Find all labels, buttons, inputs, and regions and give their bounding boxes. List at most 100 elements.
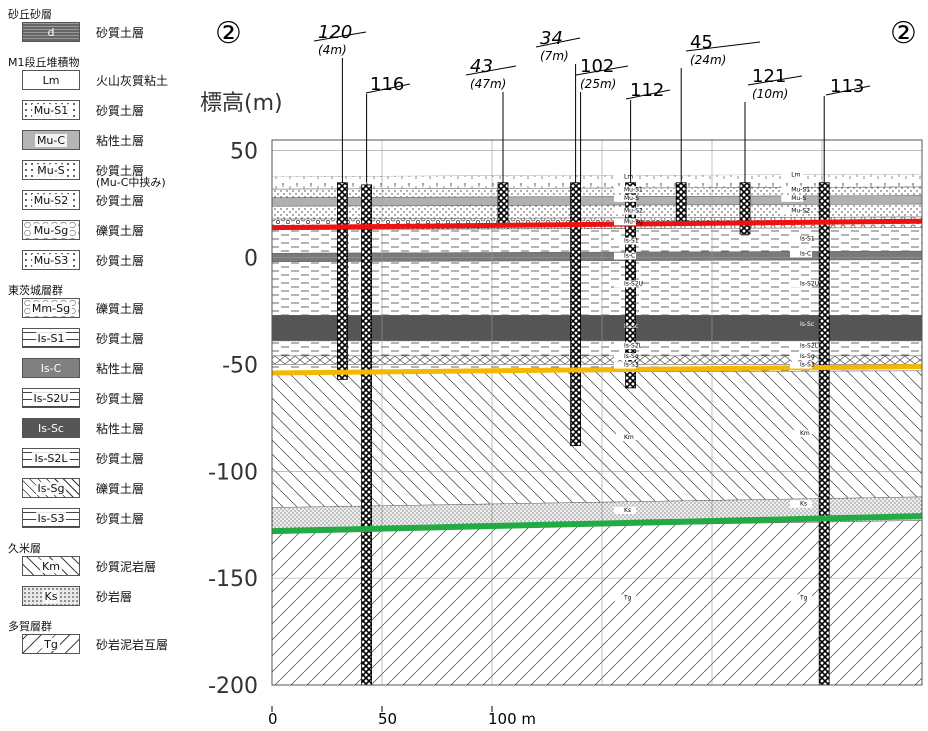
legend-swatch: Is-Sc (22, 418, 80, 438)
borehole-label-underline (825, 85, 871, 96)
legend-group-title: 多賀層群 (8, 620, 52, 633)
borehole-column (361, 184, 373, 686)
section-frame (271, 139, 923, 686)
layer-label-bg (781, 171, 804, 179)
legend-item: d 砂質土層 (0, 22, 210, 44)
legend-description-note: (Mu-C中挟み) (96, 176, 166, 189)
borehole-id: 34 (540, 28, 563, 49)
legend-description: 砂質土層 (96, 332, 145, 346)
legend-code: Ks (42, 590, 60, 603)
legend-swatch: Lm (22, 70, 80, 90)
layer-label-bg (790, 235, 812, 243)
boundary-lines (271, 218, 923, 535)
layer-label-bg (614, 186, 636, 194)
legend-code: Lm (40, 74, 62, 87)
borehole-label-underline (313, 31, 367, 42)
layer-label: Lm (791, 171, 800, 178)
legend-code: Km (40, 560, 62, 573)
borehole-distance: (10m) (752, 87, 788, 101)
legend-swatch: d (22, 22, 80, 42)
layer-label-bg (790, 342, 812, 350)
x-tick-label: 50 (378, 710, 397, 728)
borehole-label-underline (365, 83, 411, 94)
legend-swatch: Mu-Sg (22, 220, 80, 240)
boundary-red (271, 218, 923, 231)
legend-item: Is-C 粘性土層 (0, 358, 210, 380)
layer-label: Is-Sg (624, 353, 639, 360)
layer-label: Tg (623, 595, 632, 602)
y-tick-label: -100 (208, 460, 258, 485)
layer-label: Is-S2L (800, 342, 819, 349)
legend-description: 砂質土層 (96, 26, 145, 40)
borehole-column (739, 182, 751, 235)
borehole-id: 43 (470, 56, 493, 77)
legend-description: 砂岩層 (96, 590, 133, 604)
borehole-label-underline (465, 65, 517, 76)
legend-swatch: Km (22, 556, 80, 576)
legend-code: Mu-S (35, 164, 67, 177)
borehole-distance: (4m) (318, 43, 347, 57)
layer-label: Km (624, 434, 634, 441)
borehole-id: 120 (318, 22, 352, 43)
layer-label-bg (781, 186, 804, 194)
legend-description: 砂質土層 (96, 392, 145, 406)
layer-label: Is-S1 (800, 235, 815, 242)
legend-code: d (47, 26, 55, 39)
legend-group-title: 久米層 (8, 542, 41, 555)
borehole-labels: 120(4m)11643(47m)34(7m)102(25m)11245(24m… (313, 22, 871, 183)
borehole-distance: (7m) (540, 49, 569, 63)
borehole-column (675, 182, 687, 226)
legend-description: 砂質土層 (96, 254, 145, 268)
layer-label: Is-S2U (800, 280, 819, 287)
borehole-id: 102 (580, 56, 614, 77)
legend-code: Is-Sc (38, 422, 64, 435)
legend-code: Is-Sg (35, 482, 67, 495)
legend-description: 火山灰質粘土 (96, 74, 169, 88)
layer-label: Mu-S1 (791, 186, 810, 193)
layer-label-bg (781, 194, 804, 202)
sky (272, 141, 922, 177)
layer-label: Mu-S1 (624, 186, 643, 193)
legend-swatch: Tg (22, 634, 80, 654)
layer-label-bg (614, 594, 636, 602)
legend-description: 砂質土層 (96, 164, 145, 178)
layer-label: Is-Sg (800, 353, 815, 360)
borehole-id: 45 (690, 32, 713, 53)
legend-code: Mm-Sg (29, 302, 73, 315)
layer-label-bg (790, 250, 812, 258)
legend-group-title: 砂丘砂層 (8, 8, 52, 21)
legend-swatch: Mu-S3 (22, 250, 80, 270)
legend-swatch: Ks (22, 586, 80, 606)
legend-swatch: Mu-S (22, 160, 80, 180)
x-tick-label: 100 m (488, 710, 536, 728)
layer-label-bg (790, 429, 812, 437)
layer-label-bg (614, 218, 636, 226)
layer-label: Mu-S (791, 195, 806, 202)
legend-group-title: 東茨城層群 (8, 284, 63, 297)
layer-label: Is-Sc (624, 323, 638, 330)
legend-description: 砂質土層 (96, 452, 145, 466)
layer-label: Is-S2L (624, 342, 643, 349)
legend-description: 礫質土層 (96, 302, 145, 316)
layer-label: Is-Sc (800, 321, 814, 328)
legend-code: Mu-S2 (31, 194, 71, 207)
legend-swatch: Is-C (22, 358, 80, 378)
boundary-orange (271, 364, 923, 376)
elevation-axis-label: 標高(m) (200, 91, 283, 116)
layer-label: Ks (800, 500, 807, 507)
layer-label-bg (614, 361, 636, 369)
layer-label: Is-S1 (624, 238, 639, 245)
borehole-id: 116 (370, 74, 404, 95)
legend-code: Is-S3 (35, 512, 67, 525)
legend-description: 粘性土層 (96, 422, 145, 436)
geology-layers (271, 141, 923, 686)
legend-description: 粘性土層 (96, 362, 145, 376)
